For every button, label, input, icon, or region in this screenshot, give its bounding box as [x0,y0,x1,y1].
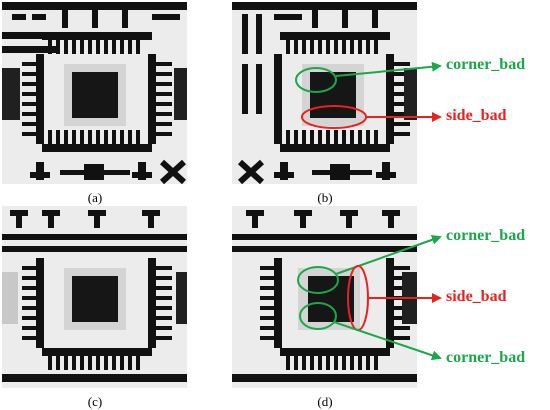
d-side-ellipse [347,265,369,331]
b-corner-arrow [335,61,442,77]
pattern-image-a [2,2,187,184]
caption-c: (c) [87,394,103,409]
panel-b [232,2,417,184]
panel-c [2,206,187,388]
d-corner-top-ellipse [297,266,339,294]
b-corner-ellipse [295,67,337,93]
d-corner-bottom-arrow [333,321,442,361]
pattern-image-b [232,2,417,184]
d-corner-top-arrow [335,234,442,275]
b-side-ellipse [301,105,367,129]
label-b-corner-bad: corner_bad [446,56,526,73]
label-b-side-bad: side_bad [446,107,507,124]
label-d-corner-bad-top: corner_bad [446,227,526,244]
caption-a: (a) [87,190,103,205]
d-corner-bottom-ellipse [299,302,337,330]
label-d-corner-bad-bottom: corner_bad [446,349,526,366]
pattern-image-c [2,206,187,388]
caption-d: (d) [317,394,333,409]
label-d-side-bad: side_bad [446,288,507,305]
panel-a [2,2,187,184]
caption-b: (b) [317,190,333,205]
